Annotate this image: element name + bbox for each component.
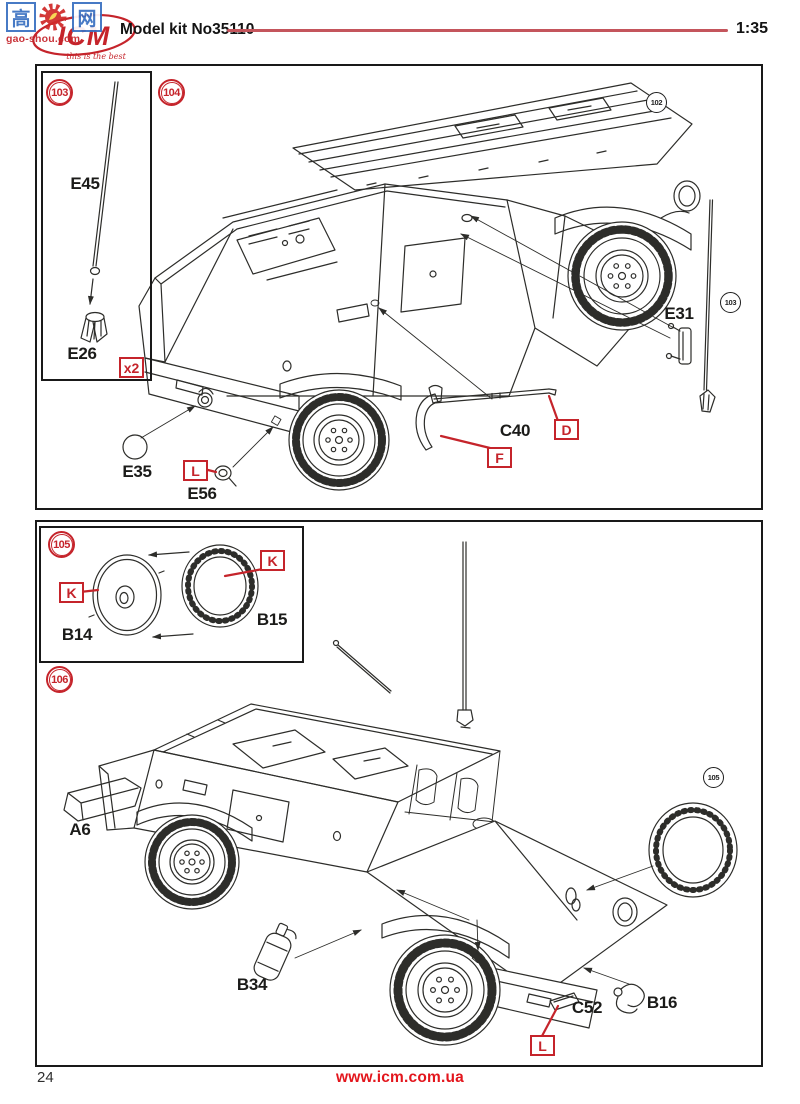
label-B16: B16: [646, 993, 678, 1012]
label-C40: C40: [499, 421, 531, 440]
roof-panels: [292, 82, 693, 191]
label-E45: E45: [70, 174, 100, 193]
step-badge-106: 106: [46, 666, 73, 693]
step-103-box: [41, 71, 152, 381]
label-B14: B14: [61, 625, 93, 644]
website-link[interactable]: www.icm.com.ua: [336, 1069, 464, 1086]
rear-fender: [279, 372, 402, 401]
paint-box-D: D: [554, 419, 579, 440]
label-E56: E56: [187, 484, 217, 503]
step-badge-105: 105: [48, 531, 75, 558]
kit-number-label: Model kit No35110: [120, 21, 255, 38]
ref-badge-103: 103: [720, 292, 741, 313]
watermark: 高 网 gao-shou.com: [6, 0, 118, 56]
ref-badge-102: 102: [646, 92, 667, 113]
ref-badge-105: 105: [703, 767, 724, 788]
label-E35: E35: [122, 462, 152, 481]
left-fender: [136, 802, 253, 842]
part-B16-crank: [613, 983, 645, 1014]
right-wheel: [389, 934, 501, 1046]
header-rule: [227, 29, 728, 32]
paint-box-L2: L: [530, 1035, 555, 1056]
label-B34: B34: [236, 975, 268, 994]
step-104-panel: 103 104 102 103 E45 E26 x2 E31 E35 L E56…: [35, 64, 763, 510]
part-E35-ring: [122, 434, 148, 460]
label-E26: E26: [67, 344, 97, 363]
part-C52-plate: [549, 992, 580, 1011]
part-E56-plug: [214, 465, 237, 487]
leader-lines: [140, 215, 675, 468]
step104-illustration: [80, 81, 716, 491]
step106-illustration: [63, 541, 738, 1046]
brand-tagline: this is the best: [66, 52, 126, 61]
antenna-ref-103: [699, 199, 716, 413]
label-E31: E31: [664, 304, 694, 323]
paint-l-leader: [540, 1004, 560, 1038]
right-fender: [381, 914, 510, 959]
front-fender: [554, 206, 692, 251]
watermark-site: gao-shou.com: [6, 33, 81, 45]
part-C40-pickaxe: [415, 384, 557, 451]
label-A6: A6: [69, 820, 91, 839]
hull-side: [98, 749, 399, 873]
step-106-panel: 105 106 105 K K B14 B15 A6 B34 C52 L B16: [35, 520, 763, 1067]
front-wheel: [567, 221, 677, 331]
roof-antenna: [456, 541, 474, 729]
watermark-char-right: 网: [72, 2, 102, 32]
part-E31-bracket: [665, 322, 692, 365]
part-B14-disc: [88, 554, 165, 636]
part-B15-tyre: [181, 544, 259, 628]
part-A6-box: [63, 777, 142, 822]
paint-box-F: F: [487, 447, 512, 468]
part-B34-extinguisher: [253, 922, 297, 981]
spare-tyre: [648, 802, 738, 898]
multiplier-box: x2: [119, 357, 144, 378]
label-C52: C52: [571, 998, 603, 1017]
part-E45-rod: [89, 81, 119, 276]
page-number: 24: [37, 1069, 54, 1086]
label-B15: B15: [256, 610, 288, 629]
step-105-box: [39, 526, 304, 663]
paint-box-K-right: K: [260, 550, 285, 571]
part-E26-base: [80, 311, 108, 343]
watermark-char-left: 高: [6, 2, 36, 32]
paint-box-K-left: K: [59, 582, 84, 603]
step-badge-104: 104: [158, 79, 185, 106]
left-wheel: [144, 814, 240, 910]
watermark-gear-icon: [39, 3, 67, 31]
paint-box-L: L: [183, 460, 208, 481]
scale-label: 1:35: [736, 20, 769, 37]
cab-interior: [404, 750, 501, 831]
rod-antenna: [332, 639, 392, 694]
step-badge-103: 103: [46, 79, 73, 106]
assembly-arrows: [294, 865, 654, 985]
rear-wheel: [288, 389, 390, 491]
